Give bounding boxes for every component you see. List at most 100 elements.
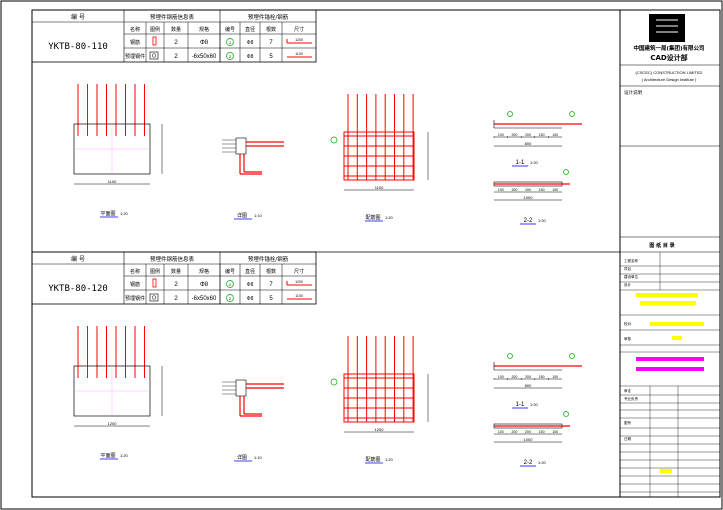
info-table: [31, 251, 317, 305]
view-title: 配筋图: [365, 214, 380, 221]
row-size: 1100: [295, 52, 303, 56]
column-header: 名称: [130, 268, 140, 275]
inner-frame: [31, 9, 721, 498]
item-number-circle: [569, 111, 575, 117]
company-en: (CSCEC) CONSTRUCTION LIMITED: [636, 70, 703, 75]
view-scale: 1:20: [120, 453, 129, 458]
column-header: 图例: [150, 26, 160, 33]
dimension-text: 1000: [524, 195, 534, 200]
legend-rebar-icon: [152, 36, 157, 46]
highlight-bar-magenta: [636, 367, 704, 371]
column-header: 规格: [199, 268, 209, 275]
row-spec: -6x50x60: [192, 296, 217, 302]
row-dia: Φ8: [247, 54, 254, 60]
section-title: 1-1: [516, 402, 525, 408]
dimension-text: 100: [552, 375, 558, 379]
title-block-label: 专业负责: [624, 396, 638, 401]
item-number-circle: [226, 294, 234, 302]
row-count: 7: [269, 282, 273, 288]
dimension-text: 200: [525, 133, 531, 137]
item-number-circle: [330, 136, 338, 144]
detail-plate: [235, 137, 247, 155]
row-dia: Φ8: [247, 40, 254, 46]
view-scale: 1:20: [538, 460, 547, 465]
item-number-circle: [226, 38, 234, 46]
dimension-text: 200: [511, 188, 517, 192]
column-header: 数量: [171, 26, 181, 33]
row-spec: -6x50x60: [192, 54, 217, 60]
title-block-label: 校对: [624, 321, 632, 326]
row-qty: 2: [174, 54, 178, 60]
row-count: 5: [269, 296, 273, 302]
legend-rebar-icon: [152, 278, 157, 288]
dimension-text: 100: [498, 133, 504, 137]
column-header: 根数: [266, 268, 276, 275]
row-no: 1: [229, 40, 232, 45]
dimension-text: 800: [525, 383, 532, 388]
view-title: 平面图: [100, 453, 115, 459]
dimension-text: 150: [539, 375, 545, 379]
dimension-text: 100: [552, 188, 558, 192]
bolt-group-title: 预埋件锚栓/钢筋: [248, 255, 289, 263]
column-header: 尺寸: [294, 26, 304, 33]
view-title: 平面图: [100, 211, 115, 217]
highlight-bar: [672, 336, 682, 340]
dimension-text: 1100: [108, 179, 117, 184]
dimension-text: 150: [539, 188, 545, 192]
title-block-label: 日期: [624, 436, 632, 441]
row-spec: Φ8: [200, 282, 209, 288]
title-block-label: 工程名称: [624, 258, 638, 263]
item-number-circle: [569, 353, 575, 359]
dimension-text: 100: [552, 430, 558, 434]
row-size: 1200: [295, 280, 303, 284]
dimension-text: 200: [525, 188, 531, 192]
rebar-cage: [343, 373, 415, 423]
title-block: 中国建筑一局(集团)有限公司 CAD设计部 (CSCEC) CONSTRUCTI…: [620, 14, 720, 497]
row-name: 预埋钢件: [125, 53, 145, 60]
row-size: 1200: [295, 38, 303, 42]
row-no: 1: [229, 282, 232, 287]
design-note: 设计说明: [624, 89, 642, 96]
view-scale: 1:10: [254, 455, 263, 460]
dimension-text: 100: [498, 375, 504, 379]
column-header: 编号: [225, 26, 235, 33]
row-count: 7: [269, 40, 273, 46]
component-code: YKTB-80-110: [48, 42, 108, 52]
item-number-circle: [330, 378, 338, 386]
dimension-text: 100: [498, 430, 504, 434]
row-qty: 2: [174, 282, 178, 288]
section-title: 2-2: [524, 460, 533, 466]
column-header: 规格: [199, 26, 209, 33]
title-block-label: 图号: [624, 420, 632, 425]
company-name: 中国建筑一局(集团)有限公司: [633, 44, 704, 52]
column-header: 编号: [225, 268, 235, 275]
company-logo: [649, 14, 685, 42]
view-scale: 1:20: [120, 211, 129, 216]
dimension-text: 100: [552, 133, 558, 137]
view-scale: 1:20: [385, 215, 394, 220]
view-title: 详图: [237, 212, 247, 219]
highlight-bar: [660, 469, 672, 473]
dimension-text: 1200: [108, 421, 118, 426]
row-no: 2: [229, 54, 232, 59]
column-header: 直径: [245, 26, 255, 33]
view-scale: 1:20: [385, 457, 394, 462]
row-dia: Φ8: [247, 282, 254, 288]
company-en2: ( Architecture Design Institute ): [642, 77, 697, 82]
dimension-text: 200: [511, 430, 517, 434]
view-title: 详图: [237, 454, 247, 461]
dimension-text: 1000: [524, 437, 534, 442]
dimension-text: 1100: [375, 185, 384, 190]
component-code: YKTB-80-120: [48, 284, 108, 294]
company-subtitle: CAD设计部: [650, 53, 687, 62]
column-header: 图例: [150, 268, 160, 275]
rebar-cage: [343, 131, 415, 181]
item-number-circle: [226, 52, 234, 60]
column-header: 根数: [266, 26, 276, 33]
dimension-text: 200: [525, 430, 531, 434]
highlight-bar-magenta: [636, 357, 704, 361]
dimension-text: 150: [539, 133, 545, 137]
view-scale: 1:10: [254, 213, 263, 218]
